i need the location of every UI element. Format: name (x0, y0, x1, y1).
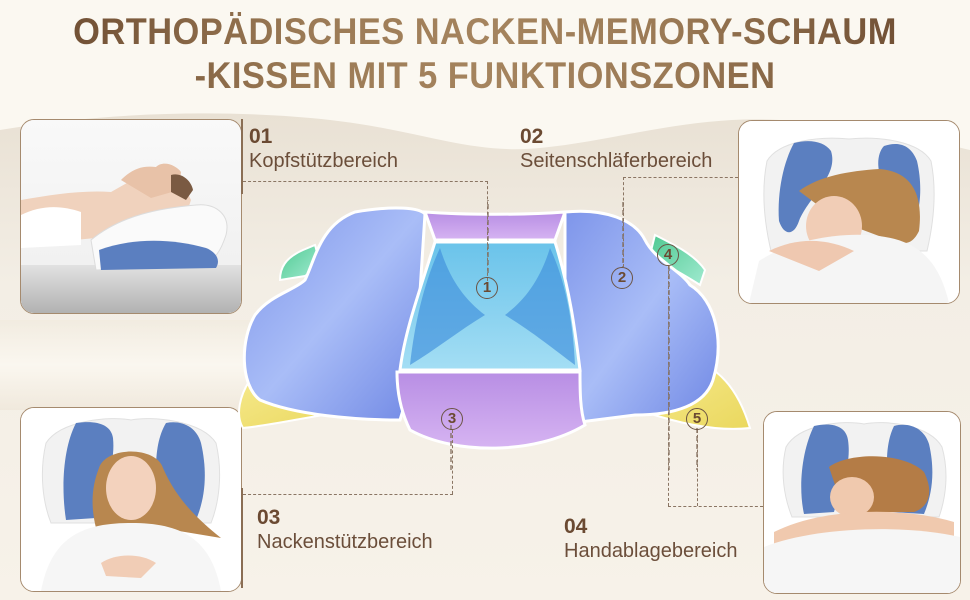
zone-number: 01 (249, 125, 273, 148)
zone-label-01: 01 Kopfstützbereich (249, 126, 398, 174)
zone-label-text: Handablagebereich (564, 540, 738, 562)
connector-zone-45 (668, 506, 763, 507)
photo-top-left (20, 119, 242, 314)
zone-label-text: Nackenstützbereich (257, 531, 433, 553)
connector-zone-3-v (452, 430, 453, 494)
zone-number: 03 (257, 506, 281, 529)
zone-label-text: Kopfstützbereich (249, 150, 398, 172)
page-title: ORTHOPÄDISCHES NACKEN-MEMORY-SCHAUM -KIS… (34, 10, 936, 98)
connector-zone-1 (243, 181, 488, 182)
photo-bottom-right (763, 411, 961, 594)
zone-3-neck-support (395, 370, 587, 450)
photo-bottom-left (20, 407, 242, 592)
side-sleeper-image (739, 121, 959, 303)
accent-bar-zone-1 (241, 119, 243, 194)
zone-marker-1: 1 (476, 277, 498, 299)
zone-marker-4: 4 (657, 244, 679, 266)
title-line-2: -KISSEN MIT 5 FUNKTIONSZONEN (34, 54, 936, 98)
zone-label-02: 02 Seitenschläferbereich (520, 126, 712, 174)
zone-top-purple (422, 210, 568, 242)
connector-zone-4-v (668, 266, 669, 506)
zone-marker-2: 2 (611, 267, 633, 289)
stomach-sleeper-image (764, 412, 960, 593)
zone-number: 04 (564, 515, 588, 538)
zone-label-04: 04 Handablagebereich (564, 516, 737, 564)
zone-marker-3: 3 (441, 408, 463, 430)
zone-2-right-lobe (563, 209, 720, 424)
pillow-zones-diagram (238, 200, 752, 470)
connector-zone-2-v (623, 177, 624, 267)
connector-zone-3 (243, 494, 453, 495)
zone-label-text: Seitenschläferbereich (520, 150, 713, 172)
back-sleeper-side-view-image (21, 120, 241, 313)
connector-zone-2 (623, 177, 738, 178)
connector-zone-5-v (697, 430, 698, 506)
title-line-1: ORTHOPÄDISCHES NACKEN-MEMORY-SCHAUM (34, 10, 936, 54)
zone-marker-5: 5 (686, 408, 708, 430)
zone-number: 02 (520, 125, 544, 148)
zone-label-03: 03 Nackenstützbereich (257, 507, 433, 555)
accent-bar-zone-3 (241, 488, 243, 588)
connector-zone-1-v (487, 181, 488, 281)
back-sleeper-top-view-image (21, 408, 241, 591)
photo-top-right (738, 120, 960, 304)
